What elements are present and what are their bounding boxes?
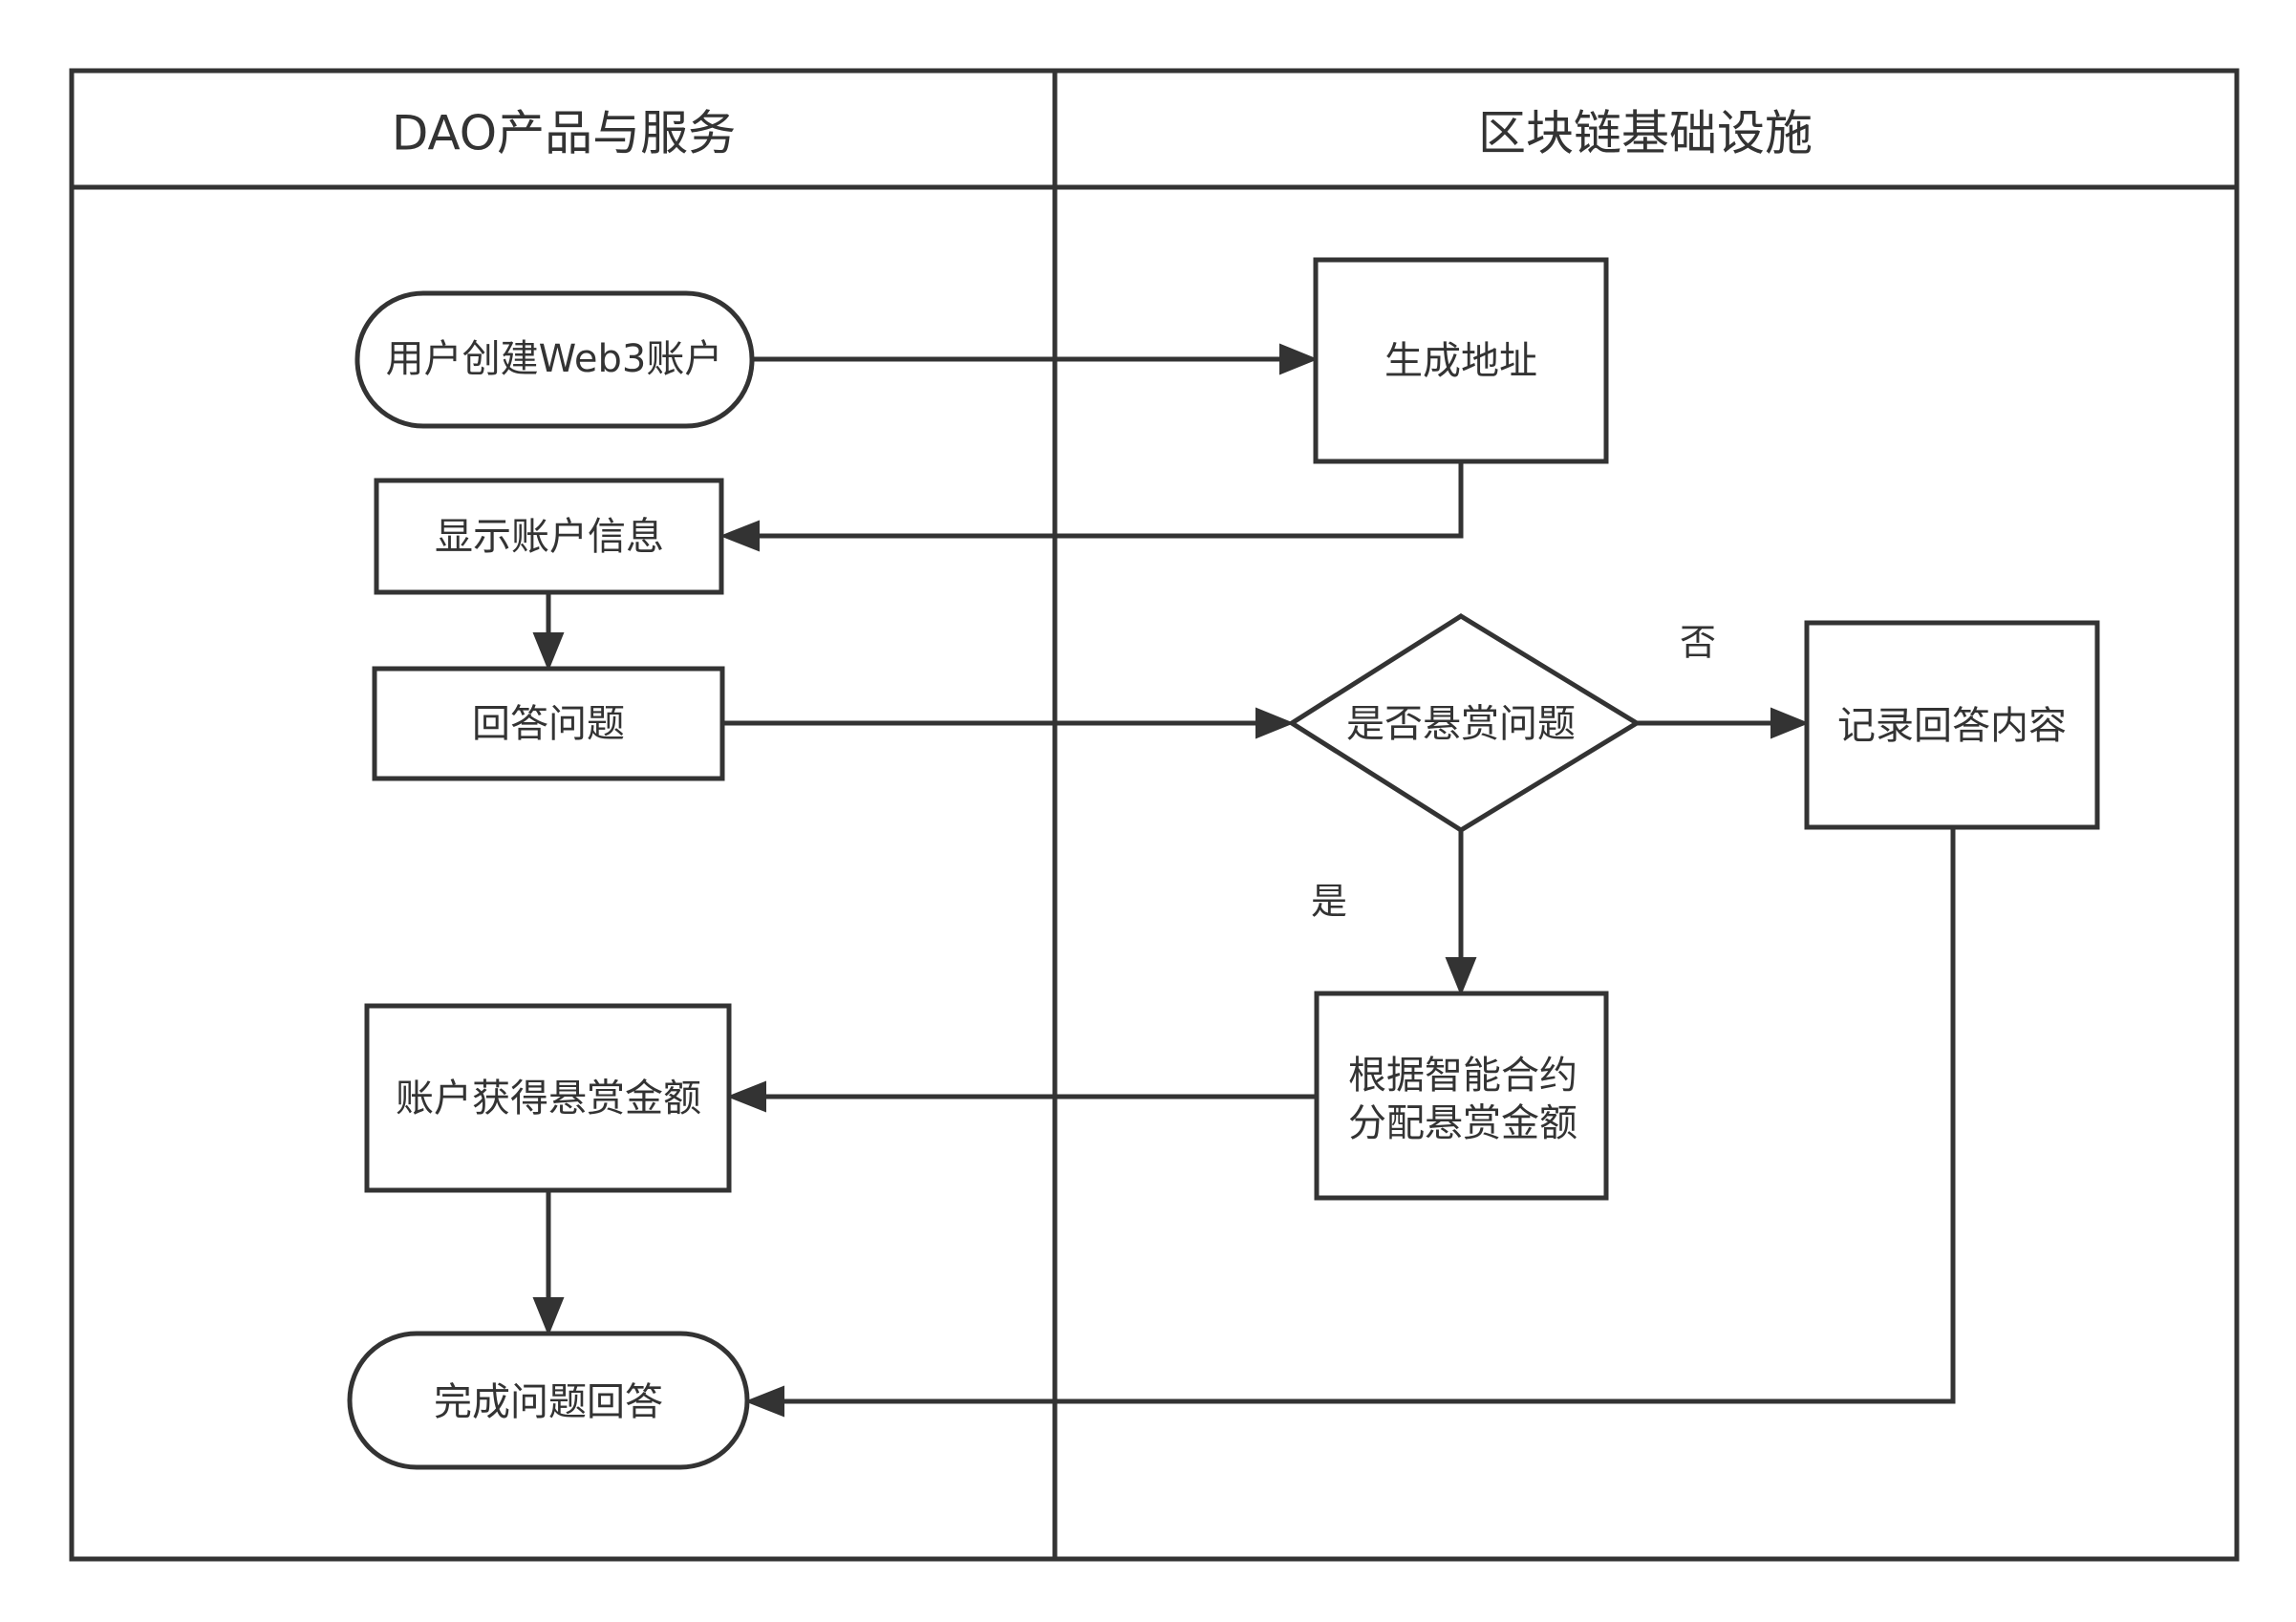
node-create-account: 用户创建Web3账户 (354, 290, 755, 429)
edge-record-to-complete (783, 827, 1956, 1404)
node-is-bounty-decision: 是否悬赏问题 (1287, 613, 1642, 833)
node-complete-answer: 完成问题回答 (347, 1331, 750, 1470)
node-record-answer-label: 记录回答内容 (1837, 704, 2067, 748)
diagram-frame (69, 68, 2240, 1562)
node-generate-address: 生成地址 (1313, 257, 1609, 464)
node-answer-question-label: 回答问题 (472, 702, 625, 746)
lane-title-dao: DAO产品与服务 (392, 106, 736, 161)
edge-label-no: 否 (1680, 622, 1716, 664)
arrowhead-distribute-to-receive (726, 1080, 766, 1113)
lane-title-blockchain: 区块链基础设施 (1478, 106, 1813, 161)
arrowhead-address-to-info (719, 520, 760, 552)
node-distribute-bounty: 根据智能合约 分配悬赏金额 (1314, 991, 1609, 1201)
node-show-account-info-label: 显示账户信息 (435, 515, 664, 559)
node-is-bounty-label: 是否悬赏问题 (1346, 702, 1576, 746)
arrowhead-receive-to-complete (532, 1297, 565, 1336)
node-receive-bounty: 账户获得悬赏金额 (364, 1003, 732, 1193)
arrowhead-record-to-complete (744, 1385, 784, 1418)
node-complete-answer-label: 完成问题回答 (434, 1380, 663, 1424)
edge-label-yes: 是 (1311, 881, 1347, 923)
node-receive-bounty-label: 账户获得悬赏金额 (396, 1077, 701, 1120)
node-distribute-bounty-label-line2: 分配悬赏金额 (1348, 1101, 1577, 1145)
arrowhead-decision-to-distribute (1445, 957, 1477, 996)
arrowhead-answer-to-decision (1255, 707, 1295, 739)
node-record-answer: 记录回答内容 (1804, 620, 2100, 830)
node-create-account-label: 用户创建Web3账户 (386, 337, 723, 381)
node-answer-question: 回答问题 (372, 666, 725, 781)
arrowhead-create-to-address (1279, 343, 1319, 375)
node-generate-address-label: 生成地址 (1384, 339, 1537, 383)
arrowhead-info-to-answer (532, 632, 565, 672)
node-distribute-bounty-label-line1: 根据智能合约 (1348, 1054, 1577, 1098)
node-show-account-info: 显示账户信息 (374, 478, 724, 595)
edge-address-to-info (759, 461, 1464, 539)
arrowhead-decision-to-record (1770, 707, 1810, 739)
